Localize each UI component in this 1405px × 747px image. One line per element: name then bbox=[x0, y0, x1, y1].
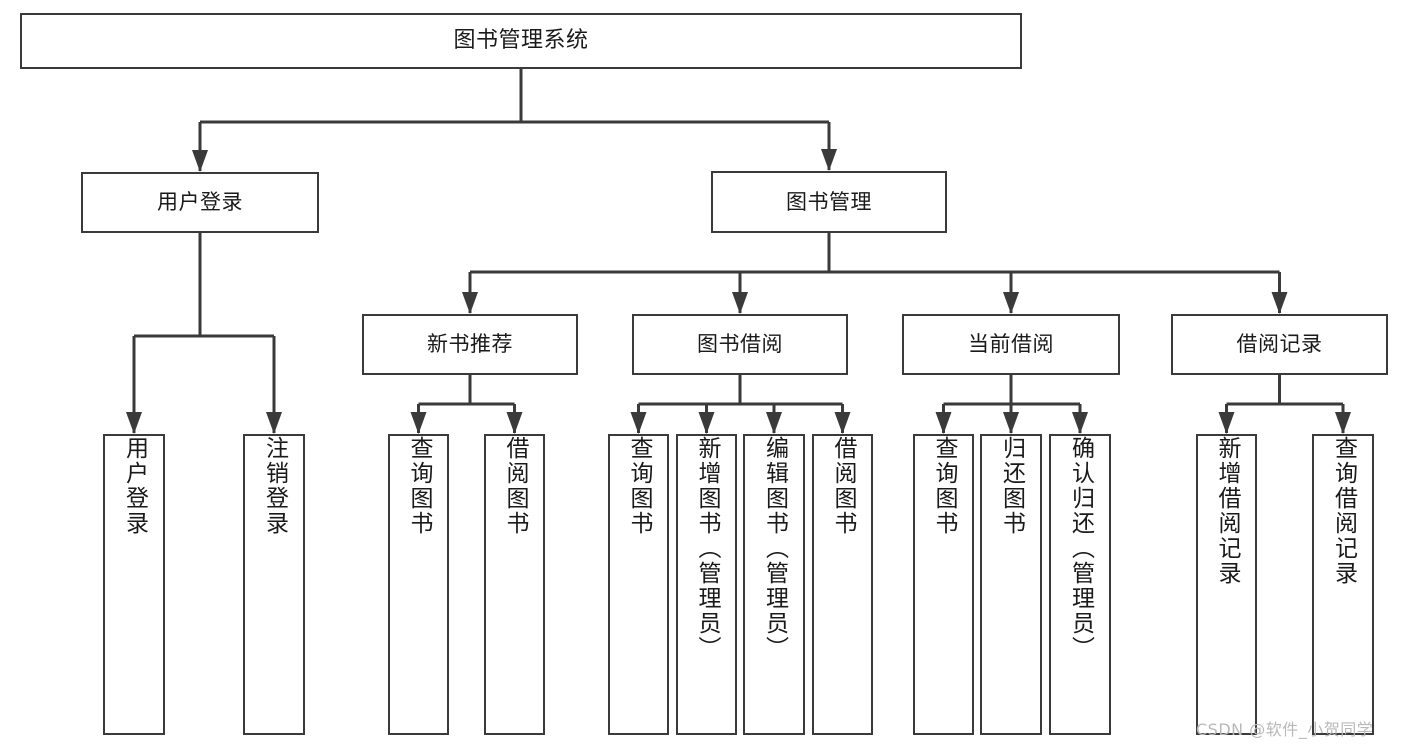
node-l-user-login[interactable]: 用户登录 bbox=[103, 434, 165, 735]
node-l-cb-confirm[interactable]: 确认归还（管理员） bbox=[1049, 434, 1111, 735]
arrowhead-l-bb-borrow bbox=[834, 412, 851, 434]
node-l-bb-query[interactable]: 查询图书 bbox=[608, 434, 669, 735]
node-label: 查询借阅记录 bbox=[1330, 436, 1357, 586]
node-label: 图书管理系统 bbox=[453, 28, 589, 54]
arrowhead-l-cb-confirm bbox=[1072, 412, 1088, 434]
arrowhead-l-nr-borrow bbox=[506, 412, 523, 434]
arrowhead-l-user-logout bbox=[266, 412, 282, 434]
node-n-current[interactable]: 当前借阅 bbox=[902, 314, 1120, 375]
node-label: 查询图书 bbox=[626, 436, 652, 536]
node-label: 注销登录 bbox=[261, 436, 288, 536]
node-root[interactable]: 图书管理系统 bbox=[20, 13, 1022, 69]
node-label: 借阅图书 bbox=[502, 436, 528, 536]
node-l-nr-borrow[interactable]: 借阅图书 bbox=[484, 434, 545, 735]
watermark: CSDN @软件_小贺同学 bbox=[1196, 720, 1374, 739]
node-l-bb-edit[interactable]: 编辑图书（管理员） bbox=[743, 434, 805, 735]
node-l-cb-query[interactable]: 查询图书 bbox=[913, 434, 974, 735]
node-label: 编辑图书（管理员） bbox=[761, 436, 788, 661]
node-label: 归还图书 bbox=[998, 436, 1025, 536]
arrowhead-n-record bbox=[1271, 292, 1288, 314]
node-label: 查询图书 bbox=[406, 436, 432, 536]
node-label: 用户登录 bbox=[157, 190, 243, 215]
node-label: 查询图书 bbox=[931, 436, 957, 536]
node-label: 新书推荐 bbox=[427, 332, 513, 357]
node-l-nr-query[interactable]: 查询图书 bbox=[388, 434, 449, 735]
arrowhead-l-bb-query bbox=[630, 412, 647, 434]
node-l-user-logout[interactable]: 注销登录 bbox=[243, 434, 305, 735]
node-n-record[interactable]: 借阅记录 bbox=[1171, 314, 1388, 375]
arrowhead-l-user-login bbox=[126, 412, 142, 434]
node-l-cb-return[interactable]: 归还图书 bbox=[980, 434, 1042, 735]
node-l-bb-add[interactable]: 新增图书（管理员） bbox=[676, 434, 737, 735]
node-label: 图书管理 bbox=[786, 189, 872, 214]
node-n-user-login[interactable]: 用户登录 bbox=[81, 172, 319, 233]
arrowhead-l-cb-return bbox=[1003, 412, 1019, 434]
node-label: 当前借阅 bbox=[968, 332, 1054, 357]
node-l-rr-query[interactable]: 查询借阅记录 bbox=[1312, 434, 1374, 735]
node-label: 借阅图书 bbox=[830, 436, 856, 536]
arrowhead-l-rr-add bbox=[1218, 412, 1235, 434]
node-label: 确认归还（管理员） bbox=[1067, 436, 1094, 661]
node-label: 新增借阅记录 bbox=[1214, 436, 1240, 586]
node-label: 借阅记录 bbox=[1236, 332, 1323, 357]
node-n-borrow[interactable]: 图书借阅 bbox=[632, 314, 848, 375]
node-label: 用户登录 bbox=[121, 436, 148, 536]
arrowhead-n-user-login bbox=[192, 150, 208, 172]
node-l-bb-borrow[interactable]: 借阅图书 bbox=[812, 434, 873, 735]
arrowhead-n-book-mgmt bbox=[821, 149, 837, 171]
node-label: 新增图书（管理员） bbox=[694, 436, 720, 661]
arrowhead-l-bb-edit bbox=[766, 412, 782, 434]
arrowhead-l-rr-query bbox=[1335, 412, 1351, 434]
arrowhead-n-borrow bbox=[732, 292, 748, 314]
arrowhead-l-nr-query bbox=[410, 412, 427, 434]
arrowhead-n-new-rec bbox=[462, 292, 478, 314]
node-label: 图书借阅 bbox=[697, 332, 783, 357]
node-n-book-mgmt[interactable]: 图书管理 bbox=[711, 171, 947, 233]
arrowhead-l-cb-query bbox=[935, 412, 952, 434]
arrowhead-n-current bbox=[1003, 292, 1019, 314]
arrowhead-l-bb-add bbox=[698, 412, 715, 434]
node-l-rr-add[interactable]: 新增借阅记录 bbox=[1196, 434, 1257, 735]
node-n-new-rec[interactable]: 新书推荐 bbox=[362, 314, 578, 375]
